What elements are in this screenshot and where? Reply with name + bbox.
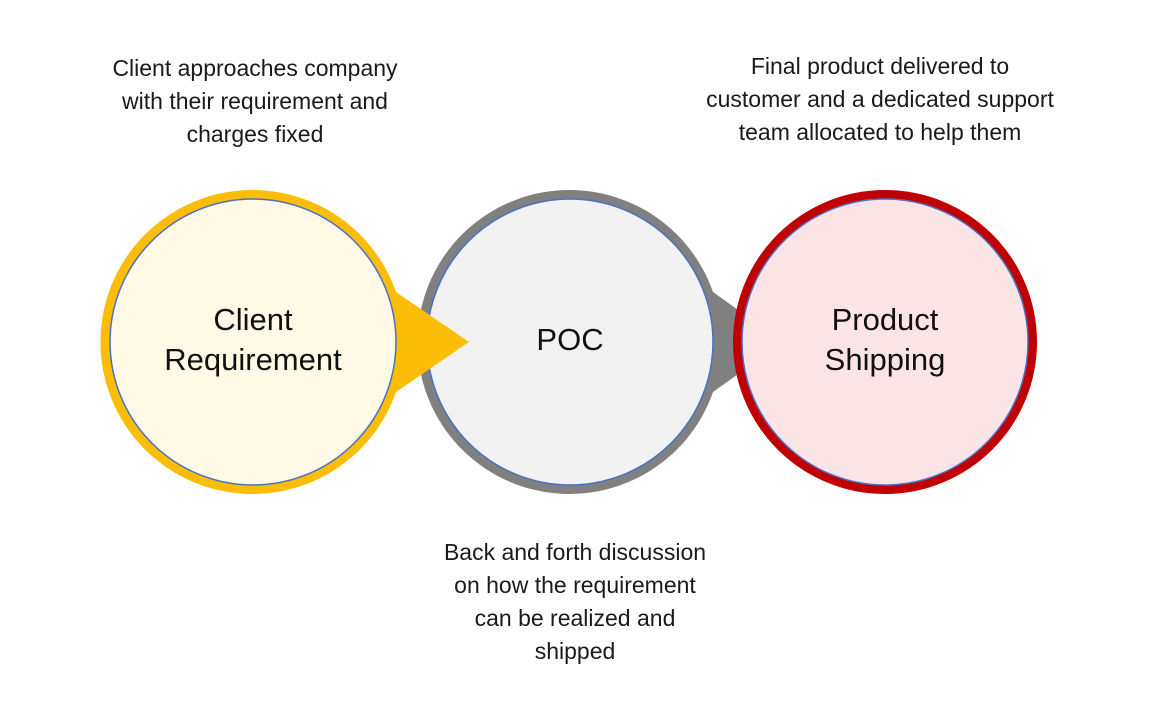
client-requirement-note-line: Client approaches company	[112, 55, 398, 81]
client-ring-group	[100, 189, 470, 494]
poc-label-line: POC	[536, 322, 604, 357]
poc-label: POC	[440, 320, 700, 360]
client-inner-circle	[109, 198, 397, 486]
client-requirement-label-line: Requirement	[164, 342, 342, 377]
product-shipping-label: Product Shipping	[745, 300, 1025, 380]
product-shipping-note-line: customer and a dedicated support	[706, 86, 1054, 112]
client-requirement-note-line: charges fixed	[186, 121, 324, 147]
poc-ring-group	[417, 189, 783, 494]
client-requirement-label-line: Client	[213, 302, 293, 337]
client-requirement-note: Client approaches company with their req…	[60, 52, 450, 151]
poc-note-line: can be realized and	[474, 605, 676, 631]
poc-note-line: Back and forth discussion	[443, 539, 707, 565]
shipping-ring-group	[733, 190, 1037, 494]
poc-note: Back and forth discussion on how the req…	[400, 536, 750, 668]
shipping-inner-circle	[741, 198, 1029, 486]
product-shipping-label-line: Shipping	[824, 342, 946, 377]
product-shipping-note: Final product delivered to customer and …	[660, 50, 1100, 149]
client-requirement-note-line: with their requirement and	[122, 88, 388, 114]
client-requirement-label: Client Requirement	[113, 300, 393, 380]
product-shipping-label-line: Product	[831, 302, 939, 337]
product-shipping-note-line: Final product delivered to	[750, 53, 1010, 79]
poc-note-line: on how the requirement	[454, 572, 696, 598]
product-shipping-note-line: team allocated to help them	[738, 119, 1022, 145]
poc-note-line: shipped	[534, 638, 616, 664]
